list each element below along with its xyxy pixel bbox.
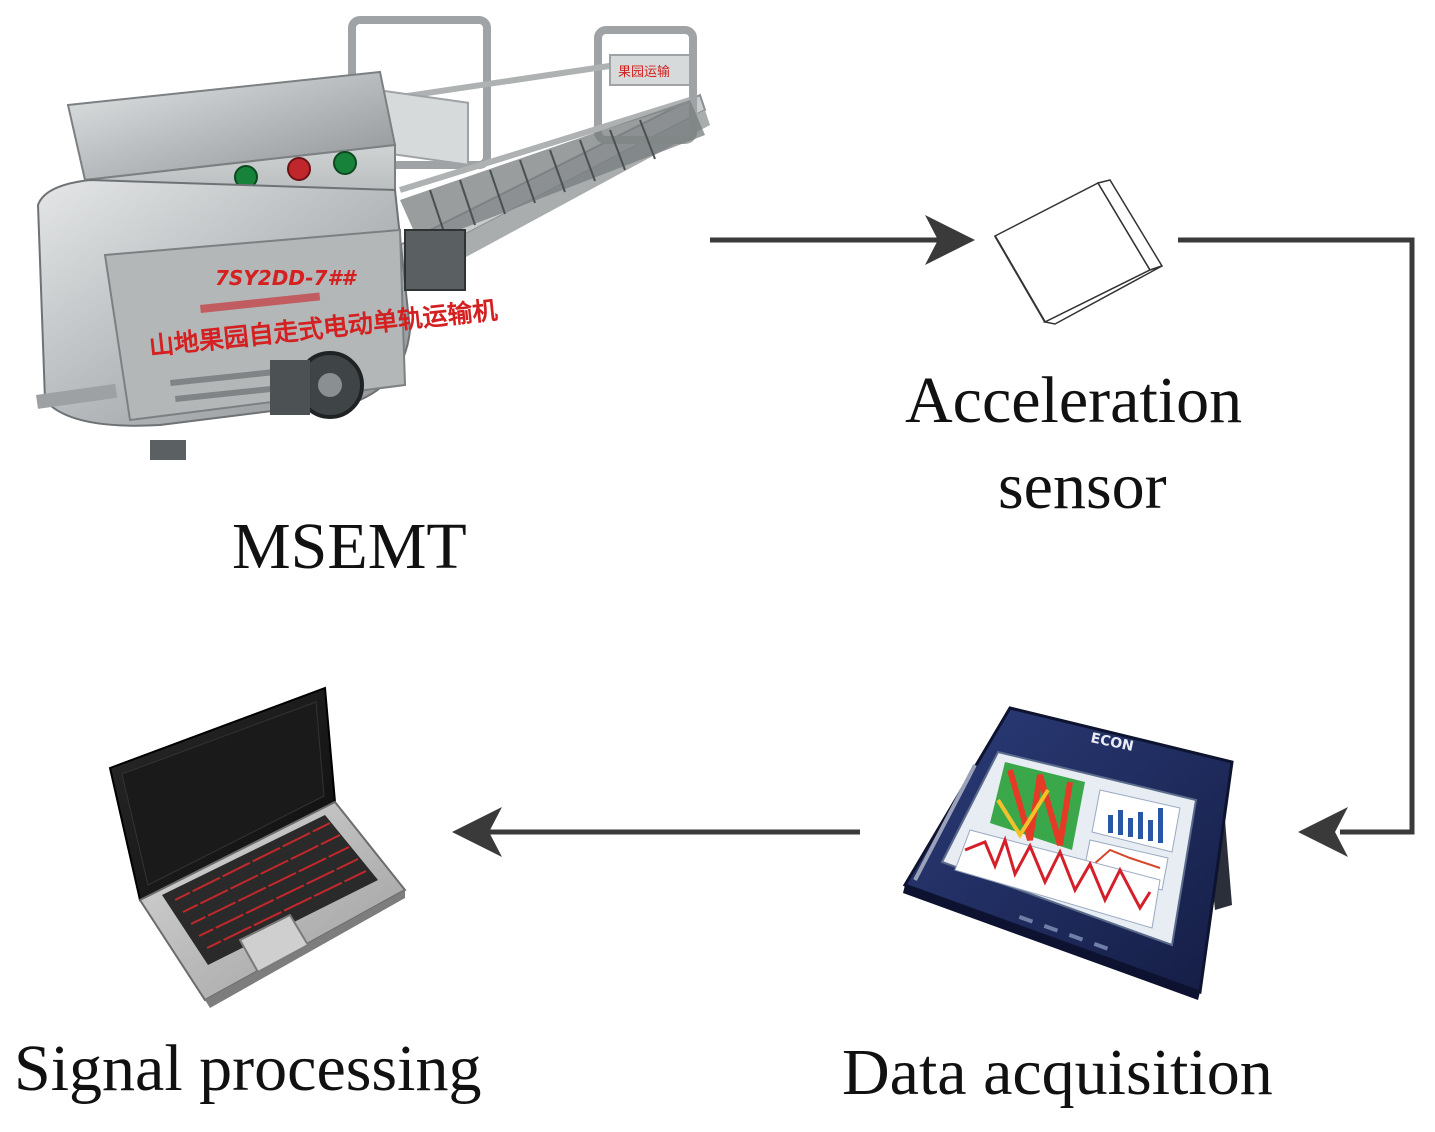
acceleration-sensor-image	[993, 179, 1164, 325]
green-button-icon	[333, 151, 357, 175]
svg-text:果园运输: 果园运输	[618, 64, 670, 80]
machine-model-text: 7SY2DD-7##	[215, 266, 357, 290]
msemt-label: MSEMT	[232, 510, 467, 583]
sensor-label-line2: sensor	[998, 450, 1167, 523]
data-acquisition-label: Data acquisition	[842, 1036, 1273, 1109]
arrow-daq-to-processing	[452, 807, 860, 857]
signal-processing-label: Signal processing	[14, 1032, 482, 1105]
data-acquisition-device-image: ECON	[902, 706, 1234, 1000]
arrow-sensor-to-daq	[1178, 237, 1415, 857]
laptop-image	[108, 686, 407, 1008]
sensor-label-line1: Acceleration	[905, 364, 1243, 437]
msemt-machine-image: 果园运输 7SY2DD-7## 山地果园自走式电动单轨运输机	[35, 16, 710, 460]
arrow-msemt-to-sensor	[710, 215, 975, 265]
red-button-icon	[287, 157, 311, 181]
